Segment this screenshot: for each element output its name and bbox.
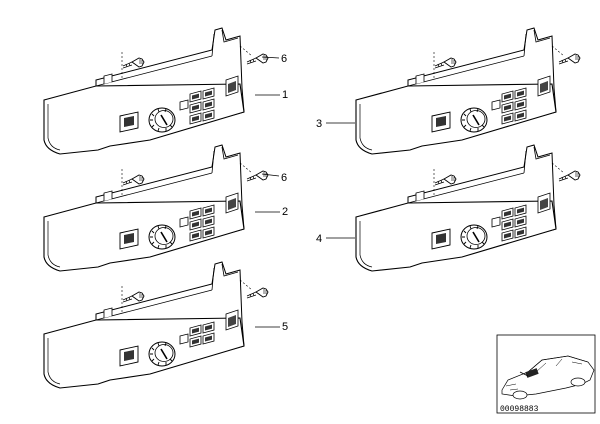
control-panel-assembly-3: [355, 27, 581, 155]
dial-knob: [460, 107, 488, 133]
screw-icon: [558, 170, 581, 182]
front-bezel: [43, 200, 245, 272]
screw-icon: [558, 53, 581, 65]
control-panel-assembly-4: [355, 144, 581, 272]
screw-icon: [122, 57, 145, 69]
screw-icon: [122, 174, 145, 186]
control-panel-assembly-1: [43, 27, 269, 155]
screw-icon: [434, 57, 457, 69]
callout-1: 1: [282, 89, 288, 101]
car-sedan-icon: [501, 355, 595, 400]
dial-knob: [148, 341, 176, 367]
screw-icon: [122, 291, 145, 303]
front-bezel: [355, 83, 557, 155]
leader-line: [261, 173, 280, 177]
callout-6-middle: 6: [281, 172, 287, 184]
screw-icon: [246, 170, 269, 182]
front-bezel: [43, 83, 245, 155]
dial-knob: [460, 224, 488, 250]
dial-knob: [148, 224, 176, 250]
callout-5: 5: [282, 321, 288, 333]
callout-3: 3: [316, 118, 322, 130]
control-panel-assembly-2: [43, 144, 269, 272]
thumbnail-code: 00098883: [500, 405, 539, 414]
screw-icon: [434, 174, 457, 186]
screw-icon: [246, 53, 269, 65]
callout-6-upper: 6: [281, 53, 287, 65]
dial-knob: [148, 107, 176, 133]
leader-line: [261, 56, 280, 59]
screw-icon: [246, 287, 269, 299]
front-bezel: [43, 317, 245, 389]
callout-2: 2: [282, 206, 288, 218]
front-bezel: [355, 200, 557, 272]
callout-4: 4: [316, 233, 322, 245]
control-panel-assembly-5: [43, 261, 269, 389]
vehicle-thumbnail: 00098883: [496, 334, 596, 414]
